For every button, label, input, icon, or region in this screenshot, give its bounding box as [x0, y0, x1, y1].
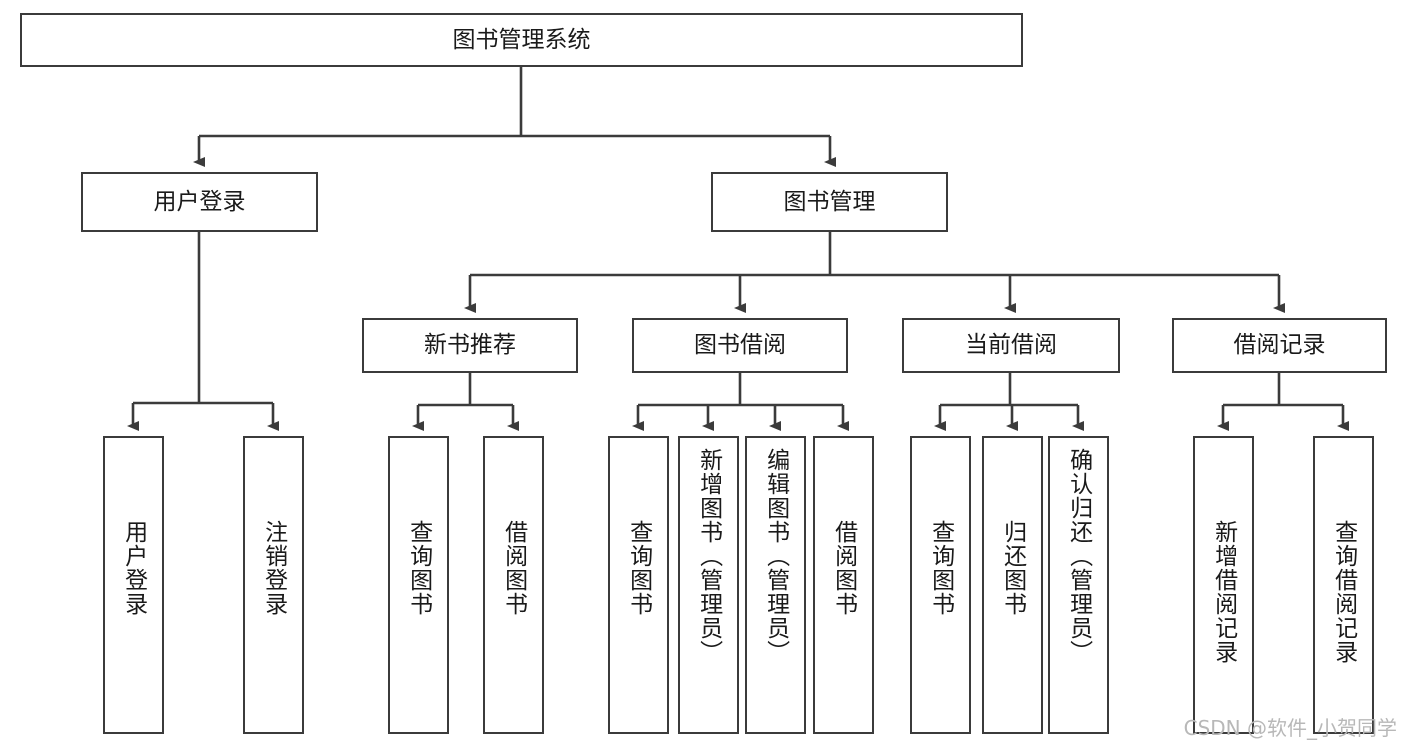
node-leaf-query-borrow-record[interactable]: 查询借阅记录 [1313, 436, 1374, 734]
node-leaf-borrow-book-1[interactable]: 借阅图书 [483, 436, 544, 734]
node-leaf-query-book-2[interactable]: 查询图书 [608, 436, 669, 734]
node-label: 注销登录 [260, 520, 287, 616]
node-label: 查询图书 [405, 520, 432, 616]
node-root-system[interactable]: 图书管理系统 [20, 13, 1023, 67]
node-label: 用户登录 [153, 188, 246, 215]
node-leaf-edit-book-admin[interactable]: 编辑图书（管理员） [745, 436, 806, 734]
node-label: 查询借阅记录 [1330, 520, 1357, 664]
node-label: 新书推荐 [424, 332, 516, 358]
node-leaf-query-book-3[interactable]: 查询图书 [910, 436, 971, 734]
node-borrow-record[interactable]: 借阅记录 [1172, 318, 1387, 373]
node-label: 图书管理 [783, 188, 876, 215]
node-label: 确认归还（管理员） [1065, 448, 1092, 664]
node-leaf-add-book-admin[interactable]: 新增图书（管理员） [678, 436, 739, 734]
node-label: 查询图书 [927, 520, 954, 616]
node-leaf-confirm-return-admin[interactable]: 确认归还（管理员） [1048, 436, 1109, 734]
node-label: 归还图书 [999, 520, 1026, 616]
csdn-watermark: CSDN @软件_小贺同学 [1183, 716, 1397, 740]
node-leaf-add-borrow-record[interactable]: 新增借阅记录 [1193, 436, 1254, 734]
node-label: 图书借阅 [694, 332, 786, 358]
node-label: 借阅记录 [1233, 332, 1326, 358]
node-label: 图书管理系统 [452, 26, 591, 53]
node-label: 编辑图书（管理员） [762, 448, 789, 664]
node-leaf-borrow-book-2[interactable]: 借阅图书 [813, 436, 874, 734]
node-book-borrow[interactable]: 图书借阅 [632, 318, 848, 373]
node-label: 新增图书（管理员） [695, 448, 722, 664]
node-current-borrow[interactable]: 当前借阅 [902, 318, 1120, 373]
node-label: 借阅图书 [830, 520, 857, 616]
node-leaf-return-book[interactable]: 归还图书 [982, 436, 1043, 734]
node-leaf-query-book-1[interactable]: 查询图书 [388, 436, 449, 734]
node-label: 查询图书 [625, 520, 652, 616]
node-label: 借阅图书 [500, 520, 527, 616]
node-leaf-logout-login[interactable]: 注销登录 [243, 436, 304, 734]
node-user-login[interactable]: 用户登录 [81, 172, 318, 232]
node-label: 当前借阅 [965, 332, 1057, 358]
node-new-book-recommend[interactable]: 新书推荐 [362, 318, 578, 373]
node-label: 用户登录 [120, 520, 147, 616]
node-book-management[interactable]: 图书管理 [711, 172, 948, 232]
node-label: 新增借阅记录 [1210, 520, 1237, 664]
node-leaf-user-login[interactable]: 用户登录 [103, 436, 164, 734]
